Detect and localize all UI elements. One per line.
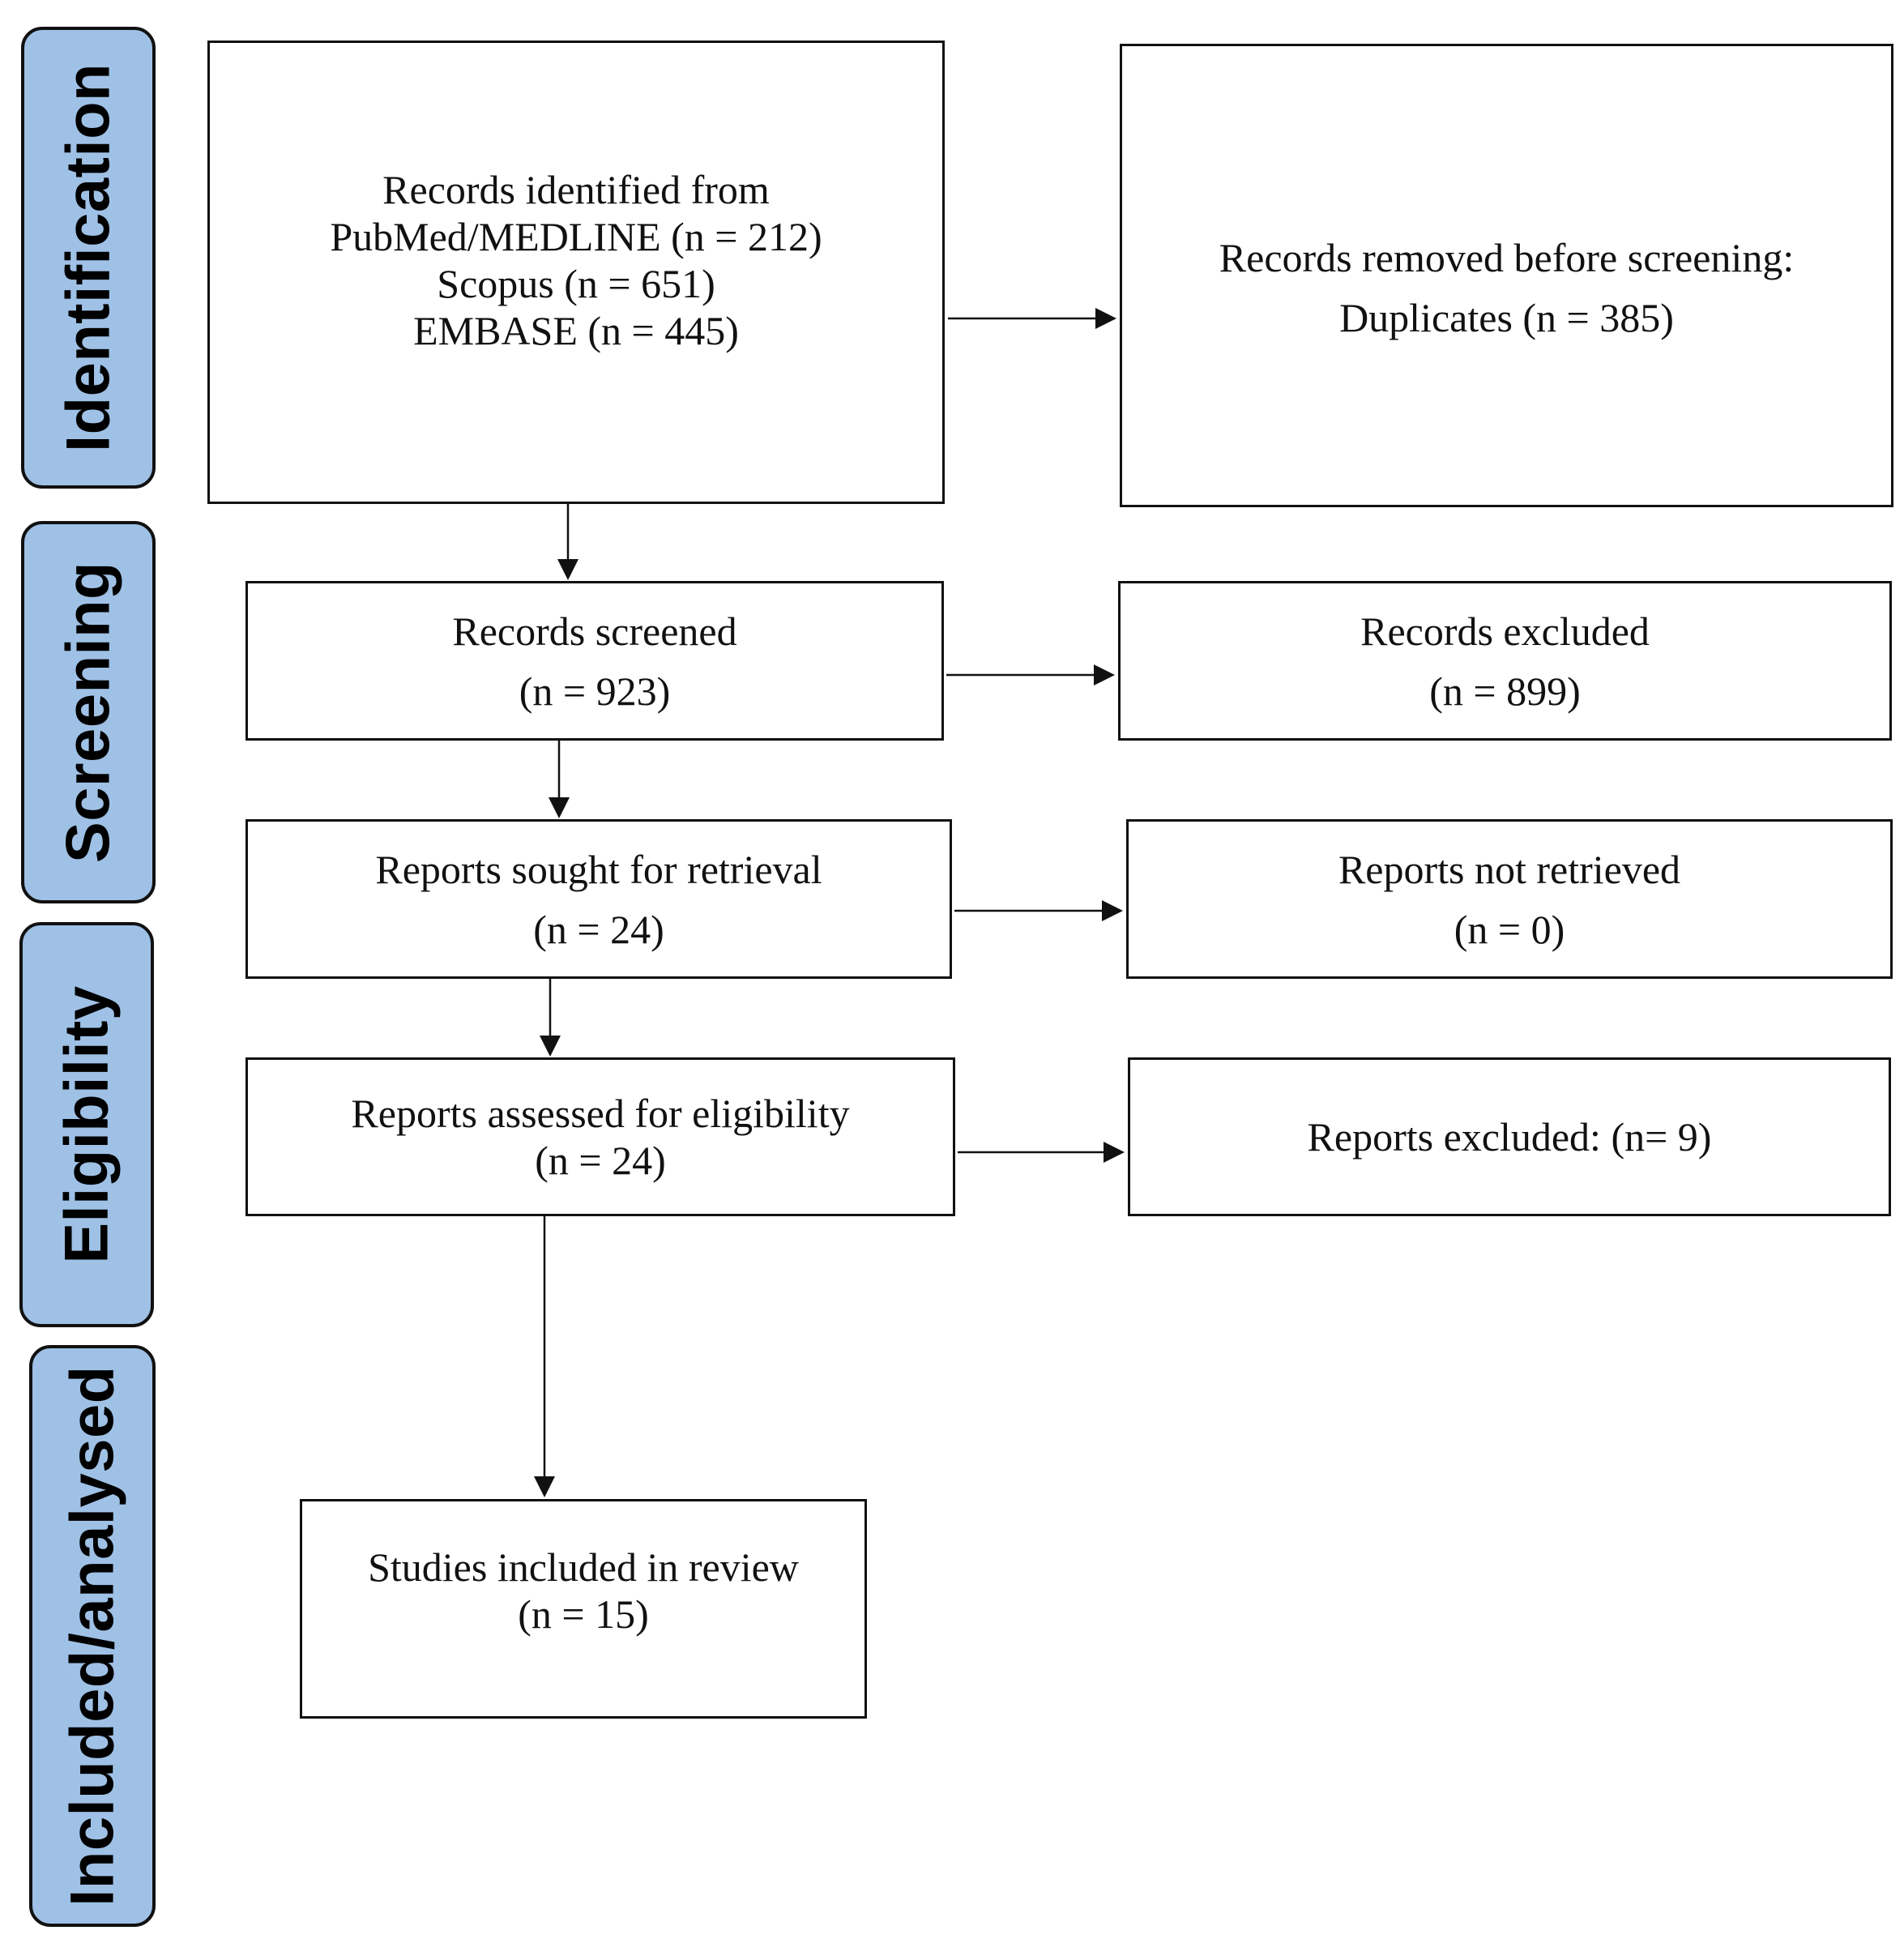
records-identified-line-3: Scopus (n = 651): [437, 261, 715, 306]
records-removed-line-2: Duplicates (n = 385): [1339, 295, 1674, 340]
records-screened-line-1: Records screened: [452, 608, 737, 654]
studies-included-line-1: Studies included in review: [368, 1544, 799, 1590]
stage-label-screening: Screening: [21, 521, 156, 903]
records-excluded-line-1: Records excluded: [1360, 608, 1650, 654]
box-reports-assessed: Reports assessed for eligibility (n = 24…: [245, 1057, 955, 1216]
records-identified-line-2: PubMed/MEDLINE (n = 212): [330, 214, 822, 259]
reports-not-retrieved-line-2: (n = 0): [1454, 906, 1565, 952]
arrow-screened-to-excluded: [946, 664, 1115, 685]
records-excluded-line-2: (n = 899): [1429, 668, 1581, 714]
reports-excluded-line-1: Reports excluded: (n= 9): [1307, 1114, 1712, 1160]
box-records-removed: Records removed before screening: Duplic…: [1120, 44, 1893, 507]
arrow-identified-to-removed: [948, 308, 1116, 329]
box-records-identified: Records identified from PubMed/MEDLINE (…: [207, 41, 945, 504]
box-reports-excluded: Reports excluded: (n= 9): [1128, 1057, 1891, 1216]
box-records-excluded: Records excluded (n = 899): [1118, 581, 1892, 741]
arrow-assessed-to-included: [534, 1216, 555, 1497]
stage-label-identification: Identification: [21, 27, 156, 489]
stage-label-eligibility: Eligibility: [19, 922, 154, 1327]
reports-assessed-line-1: Reports assessed for eligibility: [351, 1091, 850, 1136]
arrow-identified-to-screened: [557, 504, 578, 580]
arrow-assessed-to-excluded: [958, 1142, 1125, 1163]
records-screened-line-2: (n = 923): [519, 668, 671, 714]
reports-sought-line-1: Reports sought for retrieval: [375, 846, 822, 892]
studies-included-line-2: (n = 15): [518, 1591, 649, 1637]
box-studies-included: Studies included in review (n = 15): [300, 1499, 867, 1719]
arrow-screened-to-sought: [549, 741, 570, 818]
box-reports-sought: Reports sought for retrieval (n = 24): [245, 819, 952, 979]
reports-sought-line-2: (n = 24): [533, 906, 664, 952]
reports-not-retrieved-line-1: Reports not retrieved: [1338, 846, 1681, 892]
box-reports-not-retrieved: Reports not retrieved (n = 0): [1126, 819, 1893, 979]
stage-label-included: Included/analysed: [29, 1345, 156, 1927]
records-identified-line-4: EMBASE (n = 445): [413, 308, 739, 353]
box-records-screened: Records screened (n = 923): [245, 581, 944, 741]
records-identified-line-1: Records identified from: [382, 167, 770, 212]
arrow-sought-to-not-retrieved: [954, 900, 1123, 921]
reports-assessed-line-2: (n = 24): [535, 1138, 666, 1183]
records-removed-line-1: Records removed before screening:: [1219, 235, 1795, 280]
arrow-sought-to-assessed: [540, 979, 561, 1057]
